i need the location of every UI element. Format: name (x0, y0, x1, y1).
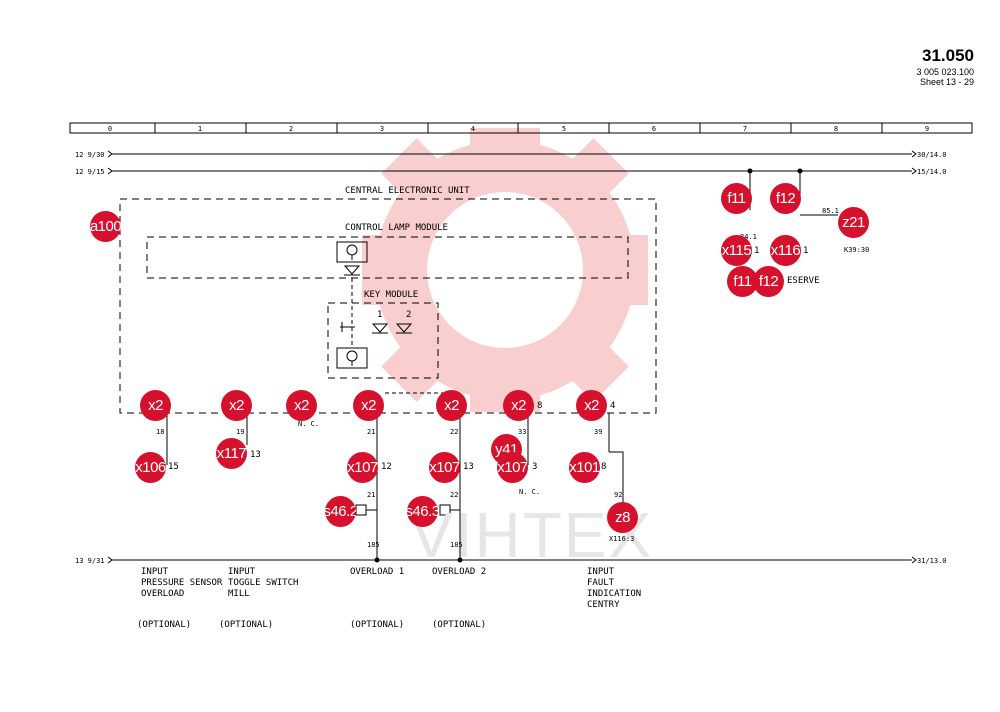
component-badge-f11[interactable]: f11 (721, 183, 752, 214)
pin-number: 8 (601, 462, 607, 472)
caption-overload-1: OVERLOAD 1 (350, 567, 405, 577)
rail-label: 13 9/31 (75, 557, 105, 565)
wire-number: 19 (236, 428, 245, 436)
wire-number: 22 (450, 491, 459, 499)
optional-label: (OPTIONAL) (350, 620, 405, 630)
wire-number: 185 (367, 541, 380, 549)
key-module-box (327, 302, 439, 379)
connector-badge-x107[interactable]: x107 (429, 452, 460, 483)
wire-number: 84.1 (740, 233, 757, 241)
lamp-symbols (336, 241, 413, 369)
connector-badge-x107[interactable]: x107 (497, 452, 528, 483)
pin-number: 4 (610, 401, 616, 411)
wire-number: 21 (367, 428, 376, 436)
pin-number: 13 (463, 462, 474, 472)
component-badge-f12[interactable]: f12 (770, 183, 801, 214)
reserve-label: ESERVE (787, 276, 820, 286)
component-badge-x116[interactable]: x116 (770, 235, 801, 266)
wire-number: 39 (594, 428, 603, 436)
grid-label: 2 (289, 125, 293, 133)
connector-badge-x2[interactable]: x2 (576, 390, 607, 421)
pin-number: 13 (250, 450, 261, 460)
component-badge-f12-reserve[interactable]: f12 (753, 266, 784, 297)
not-connected-label: N. C. (298, 420, 320, 428)
grid-label: 9 (925, 125, 929, 133)
drawing-number: 31.050 (922, 46, 974, 65)
pin-number: 15 (168, 462, 179, 472)
optional-label: (OPTIONAL) (432, 620, 487, 630)
connector-badge-x2[interactable]: x2 (353, 390, 384, 421)
component-badge-f11-reserve[interactable]: f11 (727, 266, 758, 297)
caption-overload-2: OVERLOAD 2 (432, 567, 487, 577)
central-electronic-unit-label: CENTRAL ELECTRONIC UNIT (345, 186, 470, 196)
rail-label: 12 9/30 (75, 151, 105, 159)
not-connected-label: N. C. (519, 488, 541, 496)
wire-number: 18 (156, 428, 165, 436)
component-badge-s46-2[interactable]: s46.2 (325, 496, 356, 527)
rail-label: 30/14.0 (917, 151, 947, 159)
wire-number: 85.1 (822, 207, 839, 215)
connector-badge-x107[interactable]: x107 (347, 452, 378, 483)
rail-label: 31/13.0 (917, 557, 947, 565)
optional-label: (OPTIONAL) (137, 620, 192, 630)
key-module-label: KEY MODULE (364, 290, 419, 300)
grid-label: 8 (834, 125, 838, 133)
pin-number: 3 (532, 462, 538, 472)
connector-badge-x2[interactable]: x2 (436, 390, 467, 421)
connector-badge-x117[interactable]: x117 (216, 438, 247, 469)
pin-number: 1 (803, 246, 809, 256)
component-badge-z21[interactable]: z21 (838, 207, 869, 238)
grid-label: 1 (198, 125, 202, 133)
led-label: 1 (377, 310, 383, 320)
connector-badge-x101[interactable]: x101 (569, 452, 600, 483)
pin-number: 8 (537, 401, 543, 411)
caption-fault-indication: INPUT FAULT INDICATION CENTRY (587, 567, 642, 610)
reference-label: X116:3 (609, 535, 635, 543)
wire-number: 22 (450, 428, 459, 436)
component-badge-s46-3[interactable]: s46.3 (407, 496, 438, 527)
component-badge-z8[interactable]: z8 (607, 502, 638, 533)
drawing-code: 3 005 023.100 (916, 67, 974, 77)
optional-label: (OPTIONAL) (219, 620, 274, 630)
connector-badge-x2[interactable]: x2 (503, 390, 534, 421)
sheet-number: Sheet 13 - 29 (919, 77, 974, 87)
component-badge-x115[interactable]: x115 (721, 235, 752, 266)
control-lamp-module-label: CONTROL LAMP MODULE (345, 223, 448, 233)
connector-badge-x2[interactable]: x2 (221, 390, 252, 421)
wire-number: 92 (614, 491, 623, 499)
grid-label: 7 (743, 125, 747, 133)
grid-label: 3 (380, 125, 384, 133)
watermark-gear (362, 128, 648, 412)
caption-toggle-switch: INPUT TOGGLE SWITCH MILL (228, 567, 299, 599)
grid-label: 6 (652, 125, 656, 133)
central-electronic-unit-box (119, 198, 657, 414)
component-badge-a100[interactable]: a100 (90, 211, 121, 242)
connector-badge-x106[interactable]: x106 (135, 452, 166, 483)
pin-number: 12 (381, 462, 392, 472)
connector-badge-x2[interactable]: x2 (286, 390, 317, 421)
rail-label: 15/14.0 (917, 168, 947, 176)
wire-number: 33 (518, 428, 527, 436)
reference-label: K39:30 (844, 246, 870, 254)
rail-label: 12 9/15 (75, 168, 105, 176)
wiring (166, 171, 838, 560)
connector-badge-x2[interactable]: x2 (140, 390, 171, 421)
control-lamp-module-box (146, 236, 629, 279)
column-grid (69, 122, 973, 134)
grid-label: 4 (471, 125, 475, 133)
grid-label: 5 (562, 125, 566, 133)
pin-number: 1 (754, 246, 760, 256)
led-label: 2 (406, 310, 412, 320)
caption-pressure-sensor: INPUT PRESSURE SENSOR OVERLOAD (141, 567, 223, 599)
wire-number: 21 (367, 491, 376, 499)
junction-dots (374, 168, 803, 563)
wire-number: 185 (450, 541, 463, 549)
grid-label: 0 (108, 125, 112, 133)
